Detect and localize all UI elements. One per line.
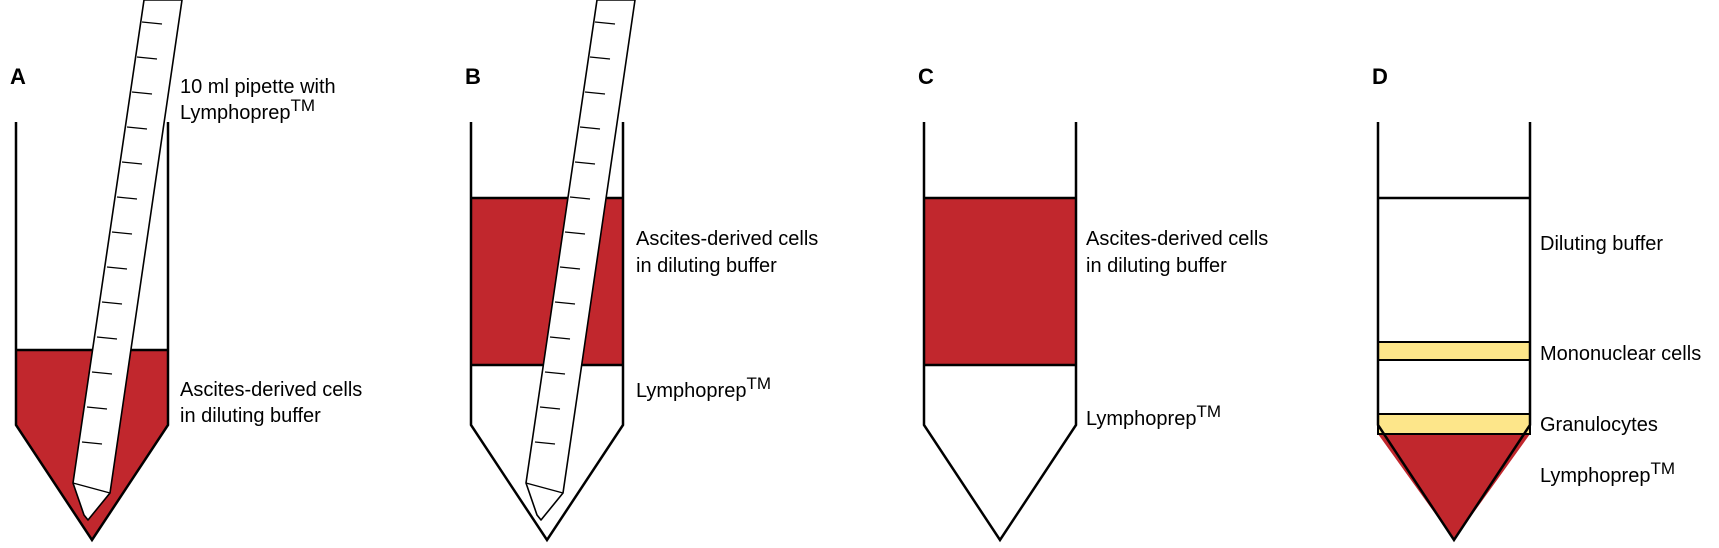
panel-letter-b: B — [465, 64, 481, 89]
tube-b-lymphoprep-label: LymphoprepTM — [636, 374, 771, 402]
pipette-a-label-line2: LymphoprepTM — [180, 96, 315, 124]
panel-c: C Ascites-derived cells in diluting buff… — [918, 64, 1268, 543]
tube-d-granulocytes-band — [1377, 413, 1531, 435]
pipette-a-graduations — [81, 21, 163, 445]
tube-d-lymphoprep-label: LymphoprepTM — [1540, 459, 1675, 487]
tube-d-outline — [1376, 122, 1532, 543]
tube-d-lymphoprep-layer — [1378, 434, 1530, 540]
tube-c-cells-layer — [924, 198, 1076, 365]
pipette-b — [525, 0, 636, 521]
panel-letter-a: A — [10, 64, 26, 89]
tube-d-mononuclear-label: Mononuclear cells — [1540, 343, 1701, 365]
tube-a-outline — [14, 122, 170, 543]
tube-a-cells-label-line1: Ascites-derived cells — [180, 379, 362, 401]
panel-b: B — [465, 0, 818, 543]
tube-d-granulocytes-label: Granulocytes — [1540, 414, 1658, 436]
tube-c-lymphoprep-label: LymphoprepTM — [1086, 402, 1221, 430]
panel-letter-d: D — [1372, 64, 1388, 89]
tube-c-outline — [922, 122, 1078, 543]
pipette-a — [72, 0, 183, 521]
panel-letter-c: C — [918, 64, 934, 89]
pipette-a-label-line1: 10 ml pipette with — [180, 76, 336, 98]
tube-d-mononuclear-band — [1377, 341, 1531, 361]
tube-c-cells-label-line1: Ascites-derived cells — [1086, 228, 1268, 250]
tube-d-diluting-buffer-label: Diluting buffer — [1540, 233, 1663, 255]
tube-b-outline — [469, 122, 625, 543]
panel-a: A 10 ml — [10, 0, 362, 543]
tube-b-cells-label-line1: Ascites-derived cells — [636, 228, 818, 250]
tube-c-cells-label-line2: in diluting buffer — [1086, 255, 1227, 277]
tube-b-cells-label-line2: in diluting buffer — [636, 255, 777, 277]
tube-a-cells-label-line2: in diluting buffer — [180, 405, 321, 427]
pipette-b-graduations — [534, 21, 616, 445]
panel-d: D Diluting buffer Mononuclear cells Gran… — [1372, 64, 1701, 543]
